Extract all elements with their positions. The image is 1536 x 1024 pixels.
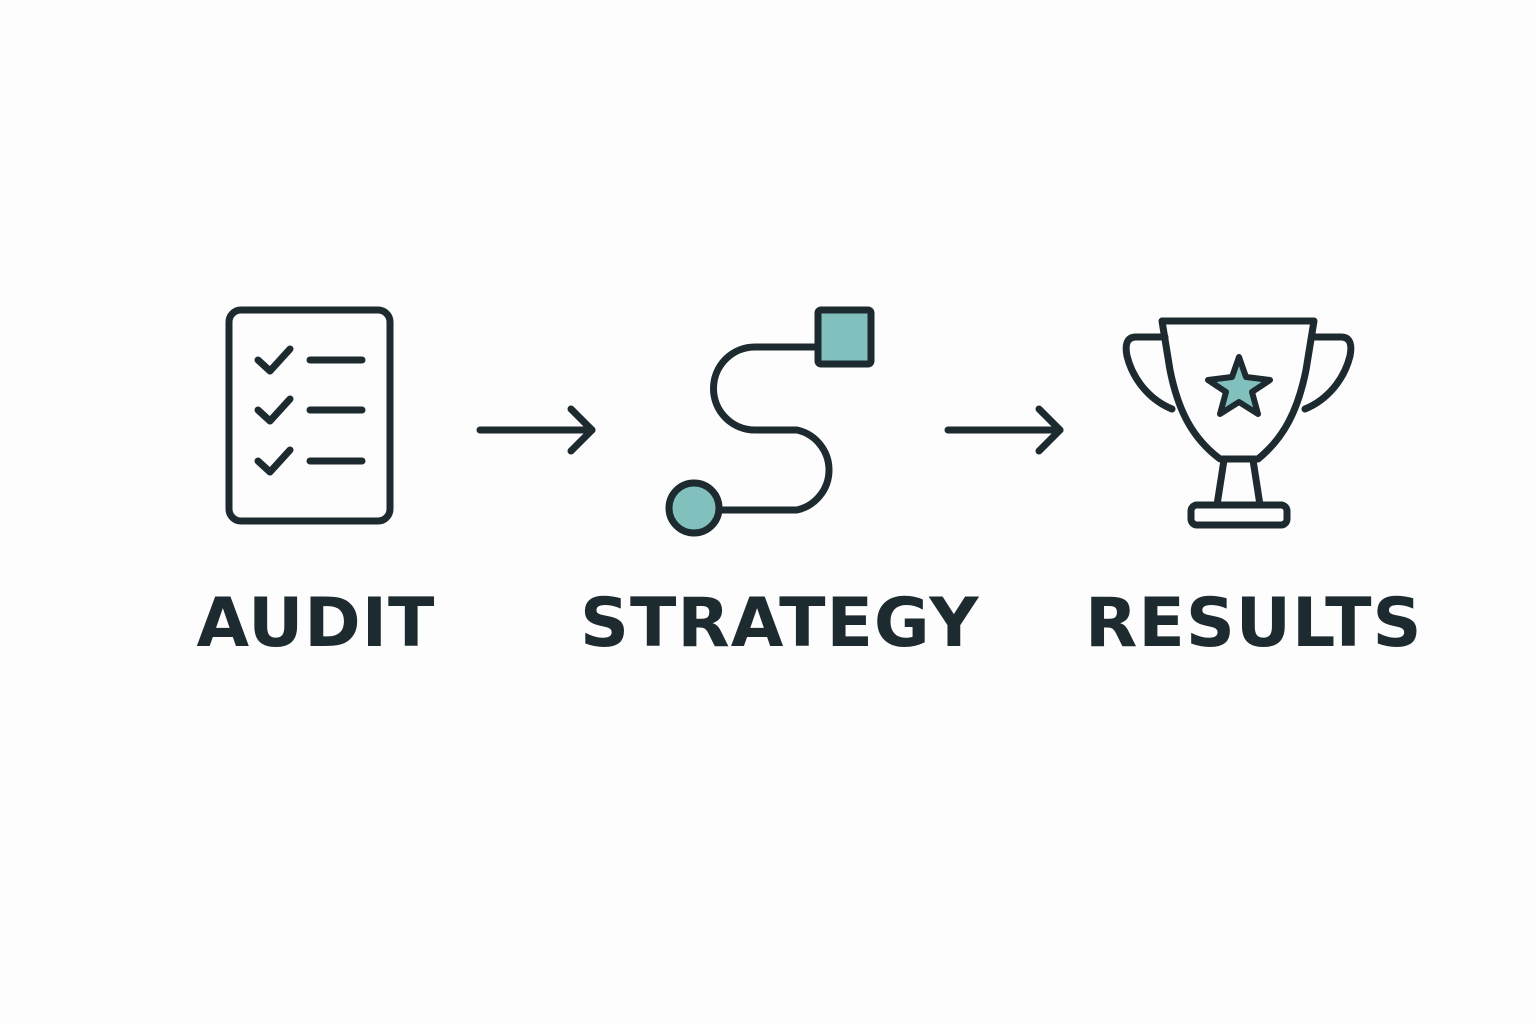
step-label-audit: AUDIT — [196, 584, 436, 663]
end-square — [814, 306, 875, 368]
trophy-icon — [1122, 317, 1355, 529]
path-icon — [665, 306, 875, 537]
step-label-results: RESULTS — [1085, 584, 1423, 663]
checklist-icon — [225, 306, 394, 525]
step-label-strategy: STRATEGY — [580, 584, 980, 663]
start-circle — [665, 479, 723, 537]
arrow-right-icon — [476, 405, 596, 455]
star-icon — [1205, 354, 1273, 417]
arrow-right-icon — [944, 405, 1064, 455]
